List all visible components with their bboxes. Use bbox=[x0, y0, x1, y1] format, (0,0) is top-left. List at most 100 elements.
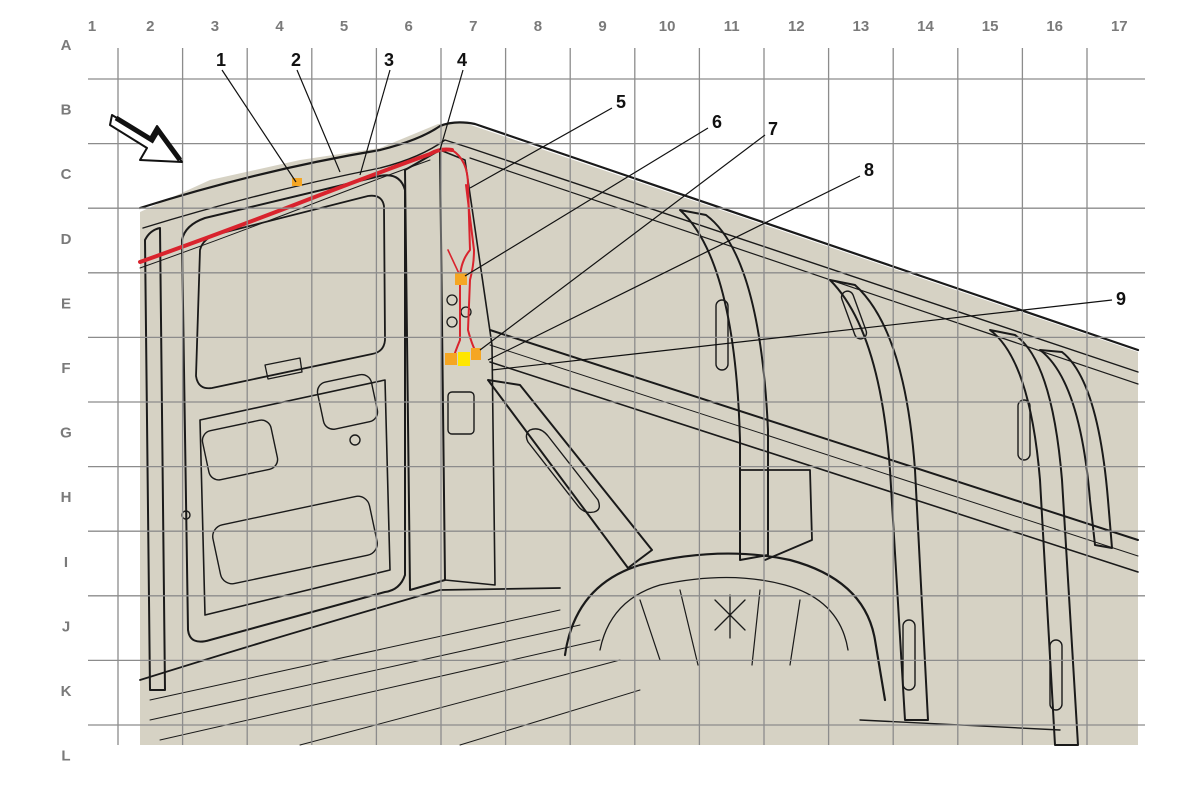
callout-8: 8 bbox=[864, 160, 874, 180]
grid-column-label-2: 2 bbox=[146, 18, 154, 35]
grid-column-label-6: 6 bbox=[405, 18, 413, 35]
grid-column-label-17: 17 bbox=[1111, 18, 1128, 35]
leader-1 bbox=[221, 69, 297, 183]
callout-leaders bbox=[221, 69, 1113, 371]
floor-rib-3 bbox=[159, 639, 601, 741]
door-hinge bbox=[264, 357, 303, 380]
grid-column-label-4: 4 bbox=[275, 18, 284, 35]
reference-grid bbox=[88, 48, 1145, 745]
side-rib-4 bbox=[1039, 349, 1113, 549]
door-cutout-3 bbox=[212, 495, 378, 585]
body-panel-fill bbox=[140, 122, 1138, 745]
door-bolt bbox=[349, 434, 361, 446]
pillar-hole-1 bbox=[446, 294, 458, 306]
harness-pillar-drop-2 bbox=[465, 184, 477, 353]
floor-rib-2 bbox=[149, 624, 581, 721]
rear-post bbox=[144, 227, 166, 691]
leader-2 bbox=[296, 69, 341, 173]
cargo-area-illustration bbox=[138, 121, 1140, 746]
wiring-harness bbox=[138, 147, 481, 366]
connector-lower-1 bbox=[445, 353, 457, 365]
grid-column-label-12: 12 bbox=[788, 18, 805, 35]
wheel-house-rib-1 bbox=[639, 599, 661, 661]
pillar-bracket bbox=[447, 391, 475, 435]
grid-row-label-J: J bbox=[62, 618, 70, 635]
mid-pillar bbox=[739, 469, 813, 561]
wheel-house-rib-2 bbox=[679, 589, 699, 666]
grid-row-label-E: E bbox=[61, 295, 71, 312]
door-cutout-2 bbox=[316, 373, 379, 430]
leader-9 bbox=[491, 299, 1113, 371]
leader-4 bbox=[439, 69, 464, 151]
grid-row-label-I: I bbox=[64, 554, 68, 571]
leader-8 bbox=[487, 175, 861, 361]
harness-roof-run-outline bbox=[139, 159, 431, 269]
roof-rail bbox=[138, 121, 1140, 352]
grid-column-label-1: 1 bbox=[88, 18, 96, 35]
grid-column-label-11: 11 bbox=[724, 18, 740, 35]
floor-rib-4 bbox=[299, 659, 621, 746]
wheel-house bbox=[563, 552, 887, 702]
wheel-house-rib-4 bbox=[789, 599, 801, 666]
side-belt-rail-line bbox=[489, 344, 1139, 557]
harness-roof-run bbox=[138, 147, 454, 264]
grid-column-label-16: 16 bbox=[1046, 18, 1063, 35]
callout-3: 3 bbox=[384, 50, 394, 70]
side-rib-2 bbox=[829, 279, 929, 721]
callout-9: 9 bbox=[1116, 289, 1126, 309]
rib-slot-4 bbox=[1017, 399, 1031, 461]
grid-column-label-14: 14 bbox=[917, 18, 934, 35]
grid-column-label-8: 8 bbox=[534, 18, 542, 35]
side-rib-3 bbox=[989, 329, 1079, 746]
grid-row-label-F: F bbox=[61, 360, 70, 377]
grid-column-label-15: 15 bbox=[982, 18, 999, 35]
connector-module bbox=[458, 352, 470, 366]
c-pillar-inner bbox=[439, 149, 496, 586]
callout-5: 5 bbox=[616, 92, 626, 112]
callout-6: 6 bbox=[712, 112, 722, 132]
side-belt-rail bbox=[489, 329, 1139, 541]
grid-row-label-C: C bbox=[61, 166, 72, 183]
callout-2: 2 bbox=[291, 50, 301, 70]
door-inner-panel bbox=[199, 379, 391, 616]
grid-row-label-L: L bbox=[61, 748, 70, 765]
wheel-house-star bbox=[714, 594, 746, 639]
wheel-house-rib-3 bbox=[751, 589, 761, 666]
floor-rib-5 bbox=[459, 689, 641, 746]
leader-7 bbox=[479, 134, 766, 351]
callout-numbers: 1 2 3 4 5 6 7 8 9 bbox=[216, 50, 1126, 309]
grid-column-label-9: 9 bbox=[598, 18, 606, 35]
rib-slot-2 bbox=[840, 290, 868, 340]
grid-row-label-A: A bbox=[61, 37, 72, 54]
cargo-floor-edge bbox=[139, 587, 561, 681]
floor-rib-1 bbox=[149, 609, 561, 701]
roof-rail-inner bbox=[142, 139, 1139, 373]
callout-4: 4 bbox=[457, 50, 467, 70]
callout-1: 1 bbox=[216, 50, 226, 70]
door-cutout-1 bbox=[201, 419, 279, 481]
grid-row-label-K: K bbox=[61, 683, 72, 700]
grid-column-label-10: 10 bbox=[659, 18, 676, 35]
grid-row-label-H: H bbox=[61, 489, 72, 506]
diagonal-brace bbox=[487, 379, 653, 569]
grid-column-label-13: 13 bbox=[853, 18, 870, 35]
diagonal-brace-slot bbox=[525, 428, 601, 514]
harness-pillar-drop-1 bbox=[451, 149, 471, 363]
grid-column-label-7: 7 bbox=[469, 18, 477, 35]
connector-lower-2 bbox=[471, 348, 481, 360]
side-rib-1 bbox=[679, 209, 769, 561]
grid-row-label-D: D bbox=[61, 231, 72, 248]
leader-3 bbox=[359, 69, 391, 176]
leader-5 bbox=[469, 107, 613, 189]
grid-row-label-G: G bbox=[60, 425, 72, 442]
view-direction-arrow-icon bbox=[109, 114, 183, 163]
rib-slot-1 bbox=[715, 299, 729, 371]
grid-column-label-3: 3 bbox=[211, 18, 219, 35]
pillar-hole-3 bbox=[446, 316, 458, 328]
callout-7: 7 bbox=[768, 119, 778, 139]
rib-slot-3 bbox=[902, 619, 916, 691]
grid-column-label-5: 5 bbox=[340, 18, 348, 35]
